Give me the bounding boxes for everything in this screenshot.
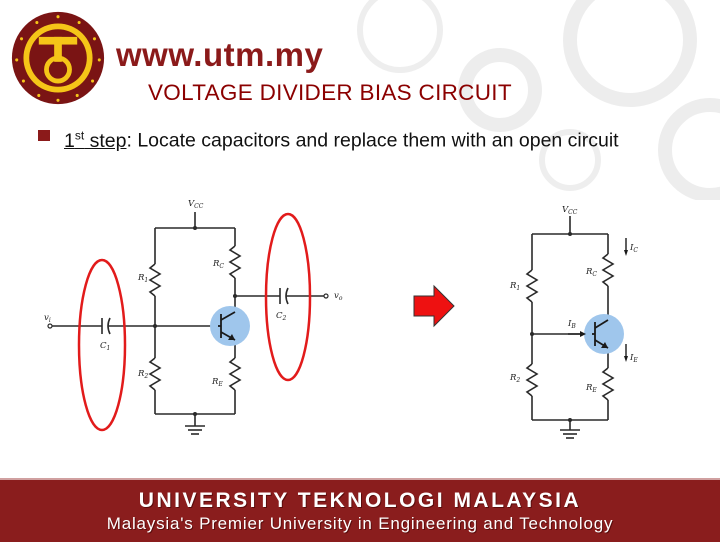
utm-logo: [11, 11, 105, 105]
transistor-left: [210, 306, 250, 346]
svg-text:RC: RC: [212, 259, 224, 270]
site-url: www.utm.my: [116, 36, 324, 73]
svg-text:vi: vi: [44, 313, 51, 324]
svg-text:VCC: VCC: [562, 205, 578, 216]
dc-equivalent-circuit: VCC R1 R2 RC RE IC IB IE: [498, 198, 658, 448]
svg-text:R1: R1: [137, 273, 148, 284]
slide-title: VOLTAGE DIVIDER BIAS CIRCUIT: [148, 80, 512, 105]
svg-text:IB: IB: [567, 319, 576, 330]
circuit-with-capacitors: VCC R1 R2 RC RE C1 C2 vi vo: [44, 199, 343, 435]
svg-text:RE: RE: [211, 377, 223, 388]
footer-banner: UNIVERSITY TEKNOLOGI MALAYSIA Malaysia's…: [0, 478, 720, 542]
svg-text:VCC: VCC: [188, 199, 204, 210]
footer-tagline: Malaysia's Premier University in Enginee…: [106, 514, 614, 533]
step-label: 1st step: [64, 128, 127, 152]
c2-highlight-circle: [264, 212, 312, 382]
svg-text:IC: IC: [629, 243, 638, 254]
svg-text:C2: C2: [276, 311, 287, 322]
footer-university-name: UNIVERSITY TEKNOLOGI MALAYSIA: [138, 489, 582, 512]
svg-text:vo: vo: [334, 291, 343, 302]
svg-text:R2: R2: [137, 369, 148, 380]
svg-text:IE: IE: [629, 353, 638, 364]
bullet-marker: [38, 130, 50, 141]
svg-text:RC: RC: [585, 267, 597, 278]
c1-highlight-circle: [77, 258, 127, 432]
bullet-text: 1st step: Locate capacitors and replace …: [64, 122, 664, 155]
background-gear-ornament: [357, 0, 720, 200]
svg-text:RE: RE: [585, 383, 597, 394]
svg-text:R2: R2: [509, 373, 520, 384]
svg-text:C1: C1: [100, 341, 110, 352]
svg-text:R1: R1: [509, 281, 520, 292]
transistor-right: [584, 314, 624, 354]
transform-arrow-icon: [413, 284, 455, 328]
step-description: : Locate capacitors and replace them wit…: [126, 129, 619, 152]
